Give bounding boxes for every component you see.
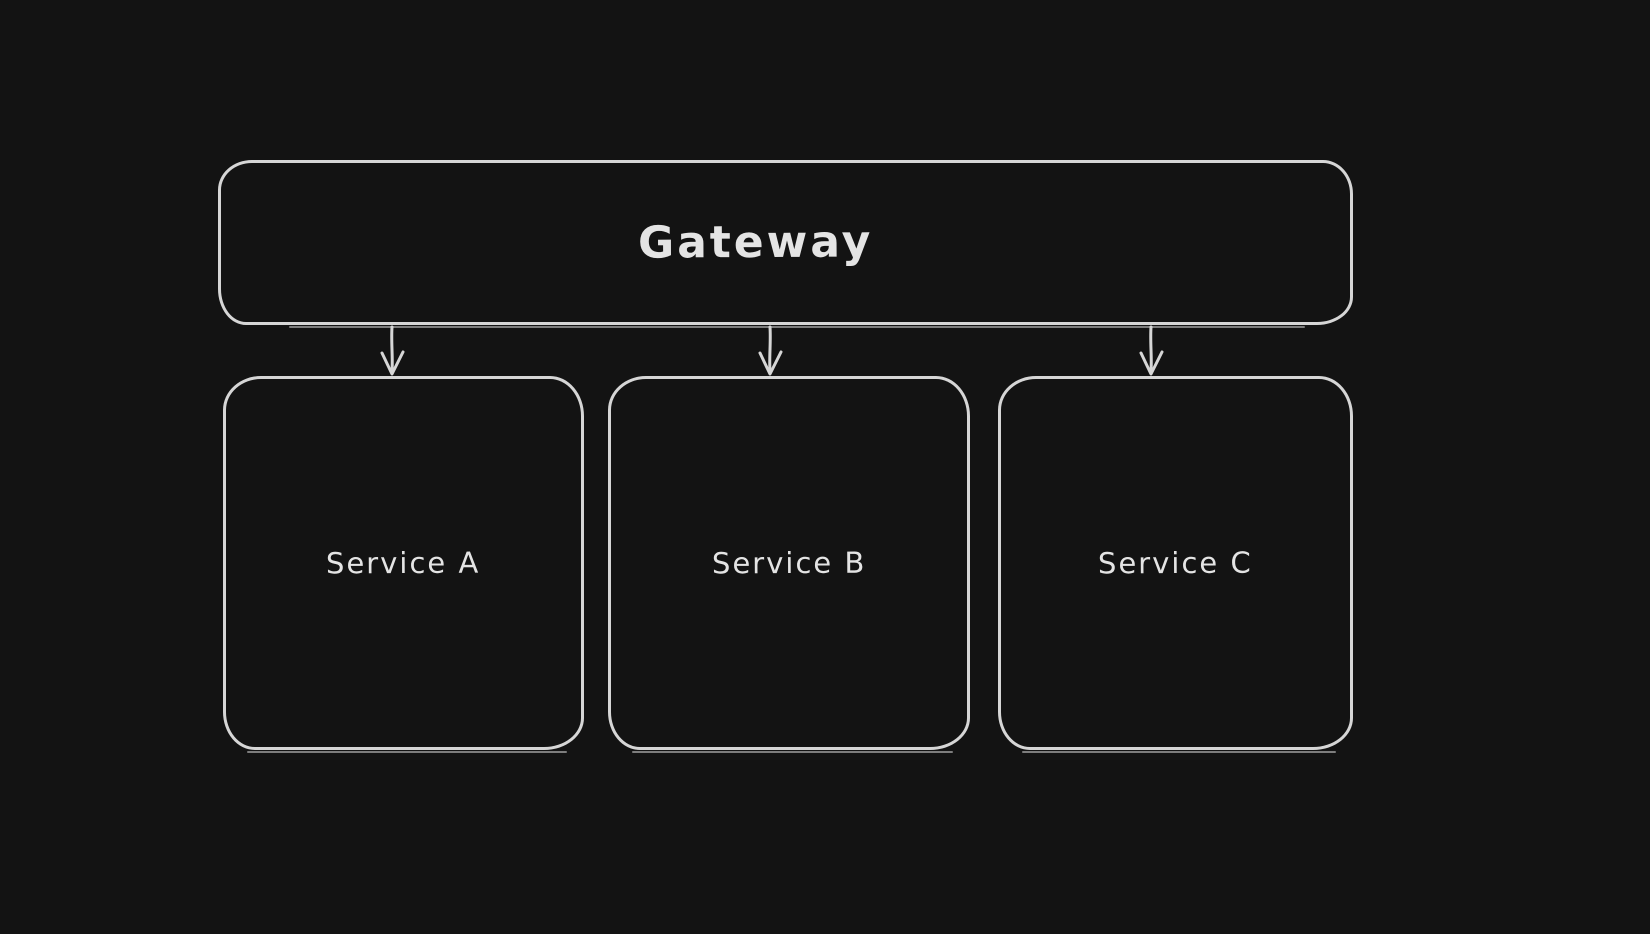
service-a-label: Service A — [326, 545, 481, 581]
service-b-node[interactable]: Service B — [608, 376, 970, 753]
gateway-label: Gateway — [637, 216, 874, 269]
arrow-gateway-to-service-a[interactable] — [380, 325, 405, 376]
service-c-label: Service C — [1098, 545, 1253, 581]
arrow-gateway-to-service-b[interactable] — [758, 325, 783, 376]
service-c-node[interactable]: Service C — [998, 376, 1353, 753]
service-b-label: Service B — [711, 545, 867, 581]
gateway-node[interactable]: Gateway — [218, 160, 1353, 328]
arrow-gateway-to-service-c[interactable] — [1139, 325, 1164, 376]
service-a-node[interactable]: Service A — [223, 376, 584, 753]
